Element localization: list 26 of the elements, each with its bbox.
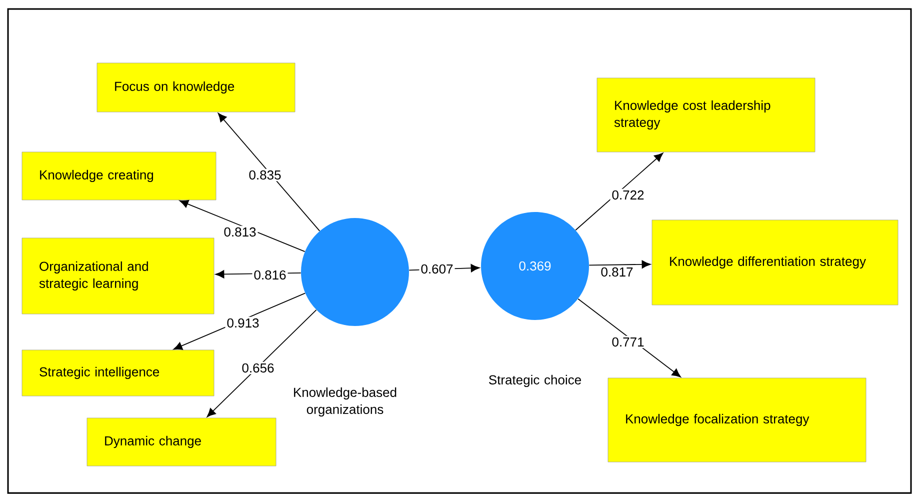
text-box: Knowledge creating <box>22 152 216 200</box>
text-box: Knowledge cost leadership strategy <box>596 78 816 152</box>
edge-label: 0.913 <box>225 316 261 330</box>
circle-caption: Knowledge-based organizations <box>294 387 396 417</box>
edge-label: 0.816 <box>252 268 288 282</box>
arrow <box>575 152 664 231</box>
text-box: Organizational and strategic learning <box>22 238 214 314</box>
text-box: Strategic intelligence <box>22 350 214 396</box>
edge-label: 0.817 <box>599 266 635 278</box>
arrow <box>179 200 306 252</box>
edge-label: 0.607 <box>419 262 455 276</box>
edge-label: 0.813 <box>222 226 258 238</box>
latent-circle <box>301 218 409 326</box>
text-box: Focus on knowledge <box>96 62 296 112</box>
edge-label: 0.771 <box>610 336 646 348</box>
text-box: Knowledge differentiation strategy <box>652 220 898 306</box>
arrow <box>578 298 681 378</box>
text-box: Knowledge focalization strategy <box>608 378 866 462</box>
edge-label: 0.835 <box>247 168 283 182</box>
edge-label: 0.722 <box>610 188 646 202</box>
arrow <box>218 112 320 232</box>
text-box: Dynamic change <box>86 418 276 466</box>
arrow <box>206 309 317 418</box>
circle-caption: Strategic choice <box>489 374 582 388</box>
edge-label: 0.656 <box>240 362 276 374</box>
arrow <box>588 260 651 268</box>
